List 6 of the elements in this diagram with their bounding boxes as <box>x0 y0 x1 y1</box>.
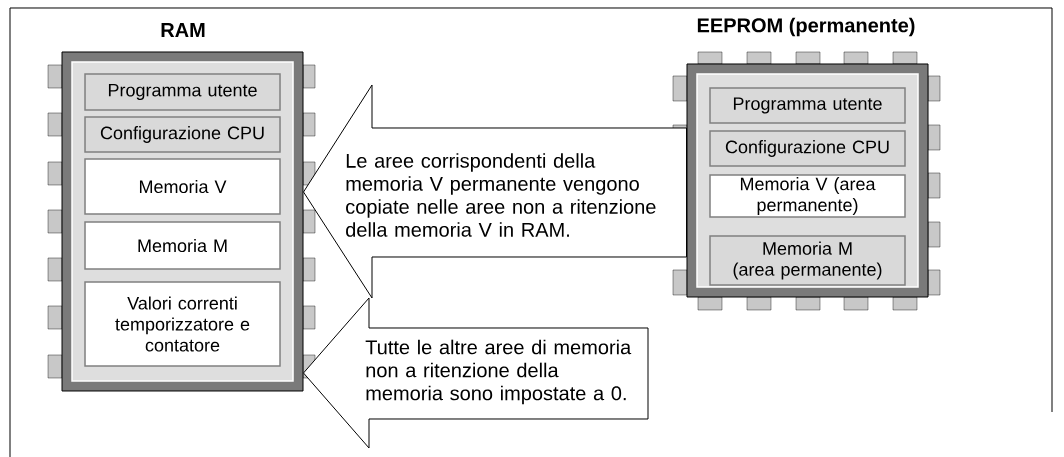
chip-heading: EEPROM (permanente) <box>697 17 915 37</box>
arrow-text: Tutte le altre aree di memoria non a ritenzione della memoria sono impostate a 0. <box>365 339 632 405</box>
block-arrow <box>303 84 687 299</box>
block-arrow <box>303 297 649 449</box>
chip-heading: RAM <box>161 23 205 37</box>
arrow-text: Le aree corrispondenti della memoria V permanente vengono copiate nelle aree non a ritenzione della memoria V in RAM. <box>346 153 656 237</box>
